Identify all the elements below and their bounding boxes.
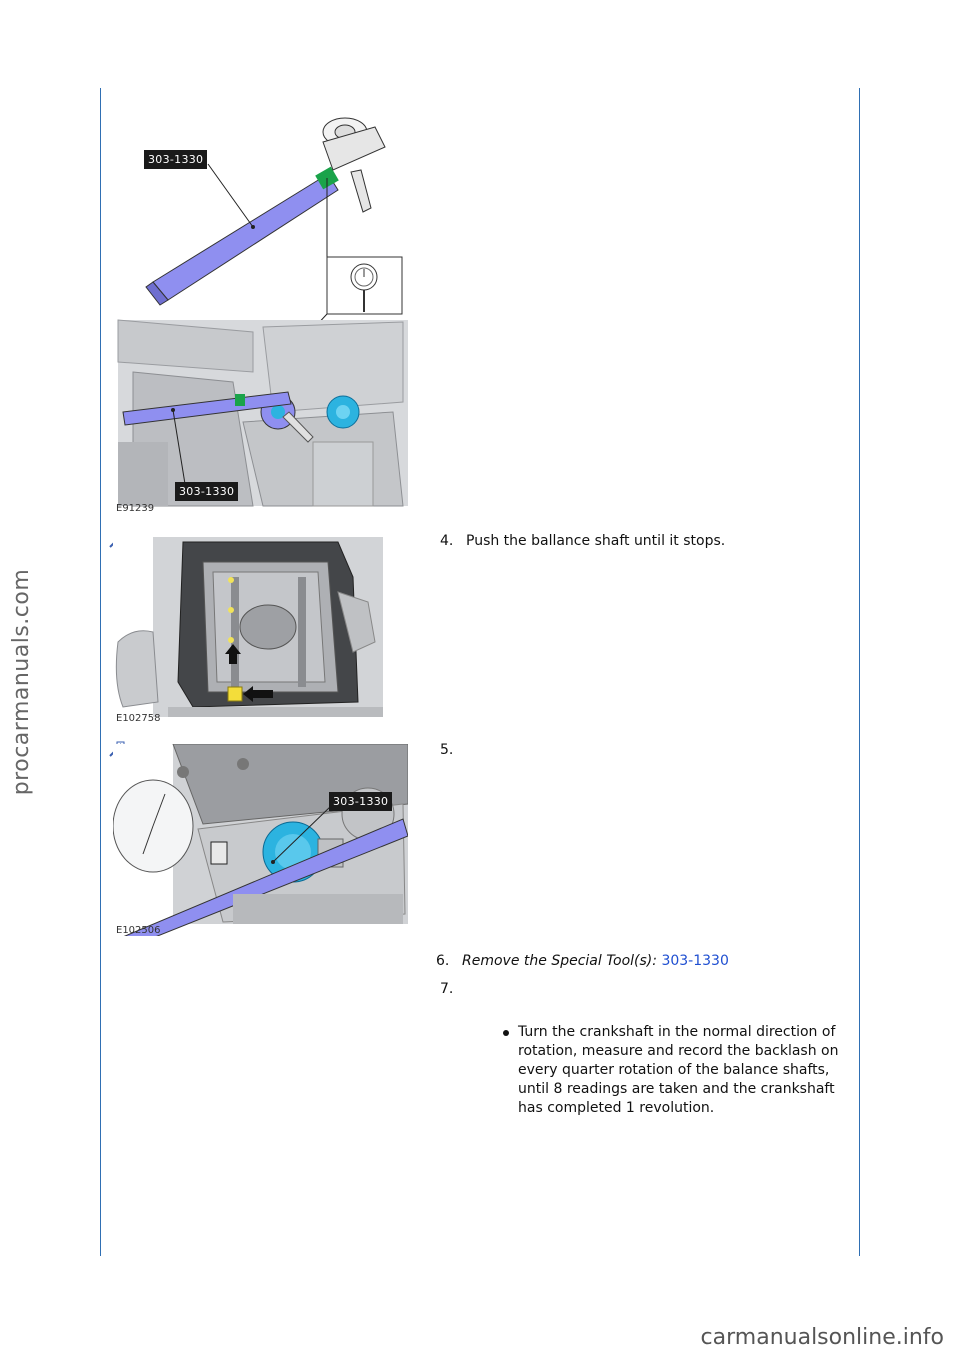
step-4-number: 4.	[440, 533, 454, 549]
step-7: 7.	[440, 980, 466, 999]
list-item: Turn the crankshaft in the normal direct…	[500, 1023, 850, 1118]
side-watermark: procarmanuals.com	[9, 568, 34, 796]
figure-special-tool-install: 303-1330 303-1330 E91239	[113, 112, 413, 516]
step-4-text: Push the ballance shaft until it stops.	[466, 533, 726, 549]
step-7-number: 7.	[440, 981, 454, 997]
figure-1-callout-upper: 303-1330	[144, 150, 208, 169]
figure-2-illustration	[115, 537, 383, 717]
step-6-number: 6.	[436, 953, 450, 969]
special-tool-link[interactable]: 303-1330	[661, 953, 729, 969]
figure-1-callout-lower: 303-1330	[175, 482, 239, 501]
figure-3-code: E102506	[116, 925, 161, 936]
bottom-watermark: carmanualsonline.info	[700, 1325, 944, 1350]
step-6-text: Remove the Special Tool(s):	[462, 953, 657, 969]
step-7-bullets: Turn the crankshaft in the normal direct…	[500, 1023, 850, 1118]
right-margin-rule	[859, 88, 860, 1256]
figure-3-illustration	[113, 744, 408, 936]
figure-push-balance-shaft: E102758	[113, 532, 383, 724]
figure-1-illustration	[117, 117, 408, 507]
figure-1-code: E91239	[116, 503, 155, 514]
step-5: 5.	[440, 741, 466, 760]
step-5-number: 5.	[440, 742, 454, 758]
figure-2-code: E102758	[116, 713, 161, 724]
figure-3-callout: 303-1330	[329, 792, 393, 811]
step-4: 4. Push the ballance shaft until it stops…	[440, 532, 725, 551]
step-6: 6. Remove the Special Tool(s): 303-1330	[436, 952, 729, 971]
figure-measure-backlash: 303-1330 E102506	[113, 744, 408, 936]
left-margin-rule	[100, 88, 101, 1256]
